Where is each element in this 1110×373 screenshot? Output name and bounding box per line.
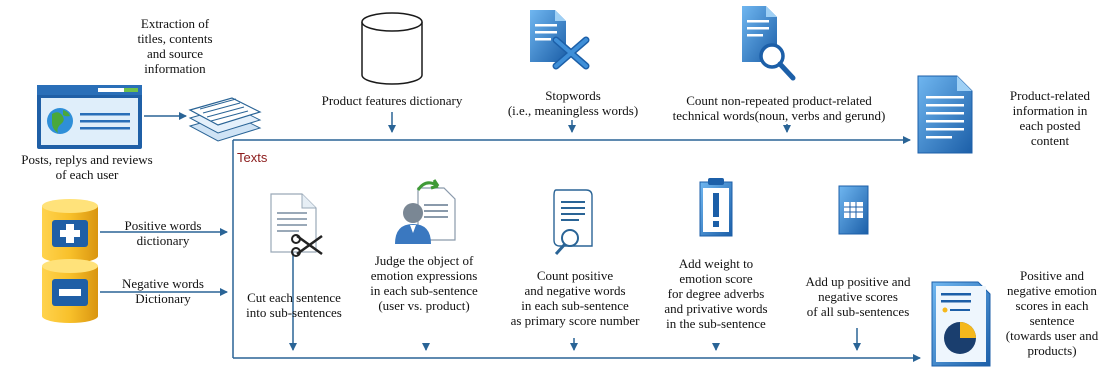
count-nonrepeated-label: Count non-repeated product-related techn… <box>672 93 886 123</box>
add-up-label: Add up positive and negative scores of a… <box>805 274 911 319</box>
posts-label: Posts, replys and reviews of each user <box>21 152 153 182</box>
add-weight-label: Add weight to emotion score for degree a… <box>664 256 768 331</box>
important-document-icon <box>699 178 733 237</box>
texts-label: Texts <box>237 150 268 165</box>
browser-window-icon <box>37 85 142 149</box>
cut-document-icon <box>270 193 323 257</box>
emotion-scores-label: Positive and negative emotion scores in … <box>1005 268 1099 358</box>
stopwords-label: Stopwords (i.e., meaningless words) <box>507 88 639 118</box>
search-document-icon <box>742 6 796 81</box>
minus-database-icon <box>42 259 98 323</box>
database-cylinder-icon <box>361 12 423 85</box>
spreadsheet-document-icon <box>838 185 869 235</box>
negative-dict-label: Negative words Dictionary <box>122 276 204 306</box>
scroll-search-icon <box>553 189 593 256</box>
plus-database-icon <box>42 199 98 263</box>
pie-chart-report-icon <box>931 281 991 367</box>
count-posneg-label: Count positive and negative words in eac… <box>510 268 640 328</box>
product-related-info-label: Product-related information in each post… <box>1009 88 1091 148</box>
connector-lines <box>100 112 921 362</box>
product-dict-label: Product features dictionary <box>321 93 463 108</box>
cut-sentence-label: Cut each sentence into sub-sentences <box>246 290 342 320</box>
report-document-icon <box>917 75 973 154</box>
delete-document-icon <box>530 10 590 70</box>
extraction-label: Extraction of titles, contents and sourc… <box>137 16 213 76</box>
positive-dict-label: Positive words dictionary <box>124 218 202 248</box>
user-document-icon <box>395 179 456 244</box>
judge-object-label: Judge the object of emotion expressions … <box>370 253 478 313</box>
documents-stack-icon <box>188 97 262 142</box>
